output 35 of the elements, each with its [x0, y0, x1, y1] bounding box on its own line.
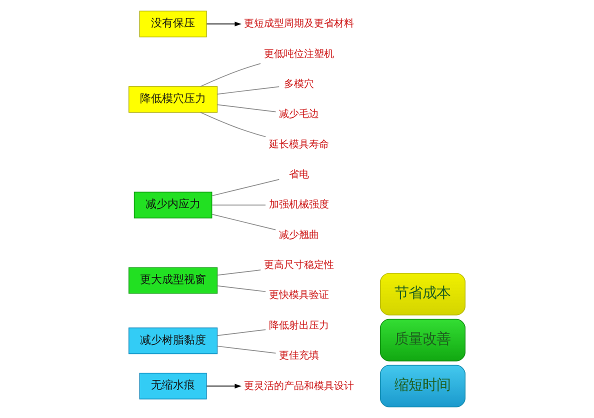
- connector: [212, 214, 276, 230]
- connector: [216, 104, 276, 112]
- node-text: 更短成型周期及更省材料: [244, 18, 354, 30]
- node-text: 更低吨位注塑机: [264, 48, 334, 60]
- node-text: 延长模具寿命: [268, 139, 329, 150]
- node-text: 更快模具验证: [268, 290, 329, 302]
- node-box: 缩短时间: [380, 364, 466, 408]
- arrow: [206, 22, 242, 26]
- connector: [216, 285, 266, 292]
- connector: [216, 270, 262, 276]
- node-text: 多模穴: [284, 79, 314, 90]
- node-box: 质量改善: [380, 318, 466, 362]
- node-box: 降低模穴压力: [128, 86, 218, 113]
- connector: [200, 112, 266, 138]
- node-text: 减少毛边: [278, 109, 319, 120]
- node-text: 加强机械强度: [268, 200, 329, 211]
- node-text: 减少翘曲: [278, 230, 319, 241]
- connector: [200, 63, 261, 87]
- connector: [212, 204, 266, 206]
- node-text: 更灵活的产品和模具设计: [244, 380, 354, 392]
- connector: [216, 346, 276, 354]
- node-text: 更佳充填: [278, 350, 319, 362]
- connector: [216, 86, 280, 95]
- connector: [212, 179, 280, 196]
- node-text: 省电: [288, 170, 309, 181]
- arrow: [206, 384, 242, 388]
- node-box: 更大成型视窗: [128, 267, 218, 294]
- node-text: 降低射出压力: [268, 320, 329, 332]
- node-box: 减少内应力: [134, 192, 212, 218]
- node-box: 节省成本: [380, 272, 466, 316]
- node-box: 没有保压: [139, 10, 207, 38]
- node-box: 减少树脂黏度: [128, 328, 218, 354]
- connector: [216, 329, 266, 336]
- node-text: 更高尺寸稳定性: [264, 260, 334, 272]
- node-box: 无缩水痕: [139, 372, 207, 400]
